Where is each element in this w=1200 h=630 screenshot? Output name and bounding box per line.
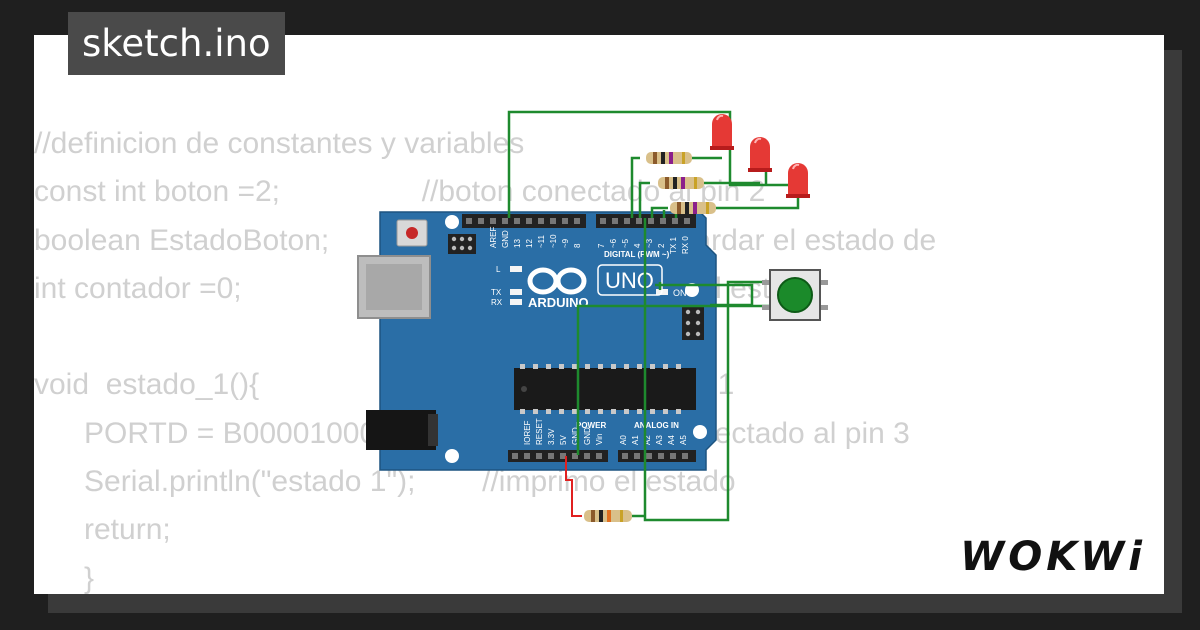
pin-label: 12	[525, 239, 534, 248]
mount-hole	[445, 215, 459, 229]
atmega-chip	[514, 368, 696, 410]
pin-label: Vin	[595, 434, 604, 445]
resistor[interactable]	[658, 177, 704, 189]
pin-label: A0	[619, 435, 628, 445]
resistor[interactable]	[670, 202, 716, 214]
rx-led	[510, 299, 522, 305]
pin-label: A4	[667, 435, 676, 445]
mount-hole	[685, 283, 699, 297]
pin-label: AREF	[489, 227, 498, 248]
brand-label: ARDUINO	[528, 295, 589, 310]
digital-header-left	[462, 214, 586, 228]
icsp-header-2	[682, 306, 704, 340]
mount-hole	[445, 449, 459, 463]
code-line: //definicion de constantes y variables	[34, 127, 525, 160]
pin-label: RESET	[535, 418, 544, 445]
analog-label: ANALOG IN	[634, 421, 679, 430]
tx-led	[510, 289, 522, 295]
pin-label: A5	[679, 435, 688, 445]
power-header	[508, 450, 608, 462]
pin-label: A2	[643, 435, 652, 445]
pin-label: IOREF	[523, 420, 532, 445]
resistor[interactable]	[646, 152, 692, 164]
pin-label: ~10	[549, 234, 558, 248]
power-jack	[366, 410, 436, 450]
l-label: L	[496, 265, 501, 274]
push-button[interactable]	[762, 269, 828, 321]
code-line: Serial.println("estado 1"); //imprimo el…	[34, 465, 736, 499]
pin-label: ~6	[609, 238, 618, 248]
pin-label: A1	[631, 435, 640, 445]
reset-button-cap	[406, 227, 418, 239]
on-label: ON	[673, 288, 687, 298]
tx-label: TX	[491, 288, 502, 297]
pin-label: GND	[571, 427, 580, 445]
pin-label: ~5	[621, 238, 630, 248]
pin-label: 13	[513, 239, 522, 248]
power-label: POWER	[576, 421, 606, 430]
pin-label: RX 0	[681, 236, 690, 254]
pin-label: 4	[633, 243, 642, 248]
arduino-infinity-icon	[527, 267, 587, 295]
digital-label: DIGITAL (PWM ~)	[604, 250, 670, 259]
pin-label: ~3	[645, 238, 654, 248]
pin-label: 5V	[559, 435, 568, 445]
pin-label: 2	[657, 243, 666, 248]
arduino-board[interactable]: AREF GND 13 12 ~11 ~10 ~9 8 7 ~6 ~5 4 ~3…	[357, 211, 717, 471]
code-line: const int boton =2; //boton conectado al…	[34, 175, 766, 209]
wokwi-logo: WOKWi	[960, 534, 1146, 580]
pin-label: A3	[655, 435, 664, 445]
code-line: return;	[34, 513, 171, 547]
resistor[interactable]	[584, 510, 632, 522]
led-red[interactable]	[710, 114, 734, 150]
led-red[interactable]	[748, 137, 772, 172]
pin-label: GND	[583, 427, 592, 445]
led-red[interactable]	[786, 163, 810, 198]
pin-label: 8	[573, 243, 582, 248]
rx-label: RX	[491, 298, 503, 307]
model-label: UNO	[605, 268, 654, 293]
pin-label: 7	[597, 243, 606, 248]
pin-label: TX 1	[669, 237, 678, 254]
code-line: }	[34, 561, 95, 595]
pin-label: ~11	[537, 234, 546, 248]
pin-label: GND	[501, 230, 510, 248]
pin-label: ~9	[561, 238, 570, 248]
icsp-header	[448, 234, 476, 254]
wire-red	[565, 456, 582, 517]
pin-label: 3.3V	[547, 428, 556, 445]
l-led	[510, 266, 522, 272]
mount-hole	[693, 425, 707, 439]
sketch-title: sketch.ino	[68, 12, 285, 75]
